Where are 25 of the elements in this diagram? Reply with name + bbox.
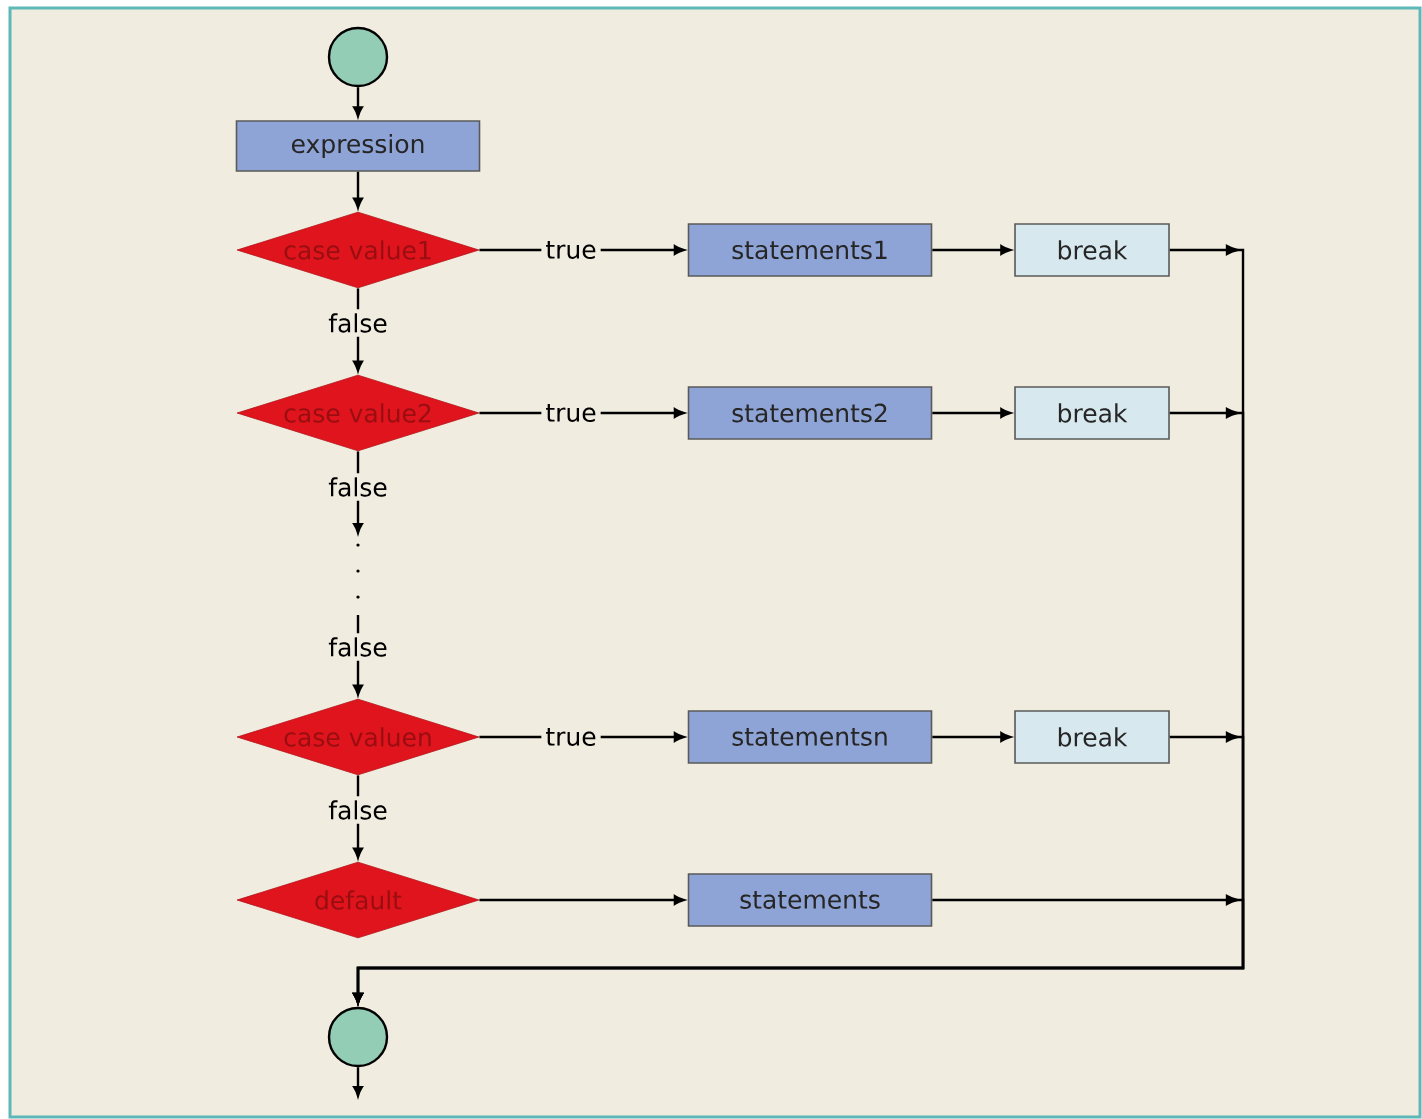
process-box: expression [235,120,481,172]
edge-label: false [324,473,392,501]
process-box: break [1014,386,1170,440]
terminal-circle [327,26,389,88]
process-box: statementsn [687,710,933,764]
edge-label: false [324,633,392,661]
edge-label: true [541,400,601,426]
arrow [932,732,1012,742]
edge-label: true [541,724,601,750]
arrow [479,895,685,905]
terminal-circle [327,1006,389,1068]
process-box: statements2 [687,386,933,440]
arrow [353,1067,363,1097]
edge-label: false [324,796,392,824]
process-box: statements [687,873,933,927]
arrow [932,408,1012,418]
process-box: break [1014,223,1170,277]
process-box: statements1 [687,223,933,277]
arrow [353,894,1245,1004]
process-box: break [1014,710,1170,764]
arrow [353,87,363,118]
arrow [353,171,363,209]
edge-label: false [324,309,392,337]
edge-label: true [541,237,601,263]
arrow [932,245,1012,255]
